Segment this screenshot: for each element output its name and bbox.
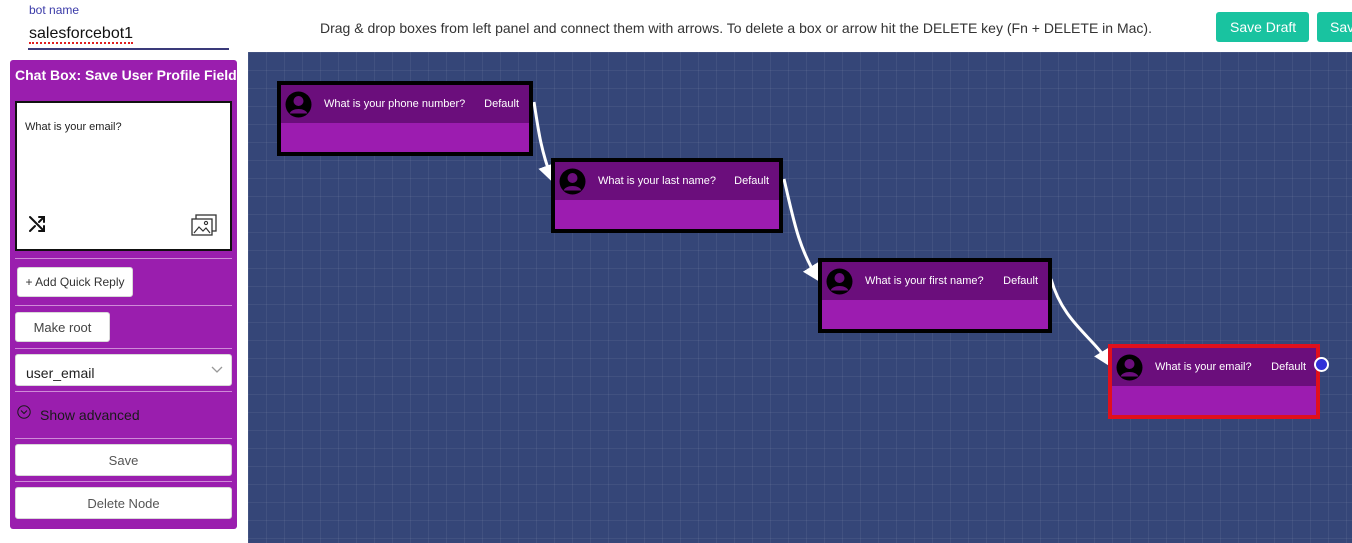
avatar-icon (559, 168, 586, 195)
output-connector-handle[interactable] (1314, 357, 1329, 372)
node-editor-panel: Chat Box: Save User Profile Field What i… (10, 60, 237, 529)
arrow-2[interactable] (782, 178, 821, 283)
arrow-1[interactable] (532, 101, 556, 183)
profile-field-value: user_email (26, 365, 95, 381)
flow-node[interactable]: What is your phone number? Default (277, 81, 533, 156)
add-quick-reply-button[interactable]: + Add Quick Reply (17, 267, 133, 297)
save-node-button[interactable]: Save (15, 444, 232, 476)
instructions-text: Drag & drop boxes from left panel and co… (320, 20, 1152, 36)
avatar-icon (1116, 354, 1143, 381)
show-advanced-toggle[interactable]: Show advanced (40, 407, 140, 423)
message-editor[interactable]: What is your email? (15, 101, 232, 251)
node-header[interactable]: What is your phone number? Default (281, 85, 529, 123)
panel-title: Chat Box: Save User Profile Field (15, 67, 237, 83)
flow-canvas[interactable]: What is your phone number? Default What … (248, 52, 1352, 543)
arrow-3[interactable] (1049, 278, 1112, 368)
flow-node[interactable]: What is your last name? Default (551, 158, 783, 233)
spellcheck-underline (29, 41, 133, 44)
save-draft-button[interactable]: Save Draft (1216, 12, 1309, 42)
chevron-down-icon (211, 366, 223, 373)
bot-name-input[interactable] (28, 20, 229, 50)
node-default-label: Default (1003, 275, 1038, 287)
delete-node-button[interactable]: Delete Node (15, 487, 232, 519)
node-default-label: Default (484, 98, 519, 110)
top-bar: bot name Drag & drop boxes from left pan… (0, 0, 1352, 52)
node-title: What is your email? (1155, 361, 1252, 373)
node-title: What is your phone number? (324, 98, 466, 110)
bot-name-label: bot name (29, 3, 80, 17)
node-title: What is your first name? (865, 275, 984, 287)
flow-node-selected[interactable]: What is your email? Default (1108, 344, 1320, 419)
make-root-button[interactable]: Make root (15, 312, 110, 342)
node-header[interactable]: What is your first name? Default (822, 262, 1048, 300)
save-button[interactable]: Sav (1317, 12, 1352, 42)
node-default-label: Default (1271, 361, 1306, 373)
message-text[interactable]: What is your email? (25, 121, 122, 133)
chevron-circle-icon[interactable] (17, 405, 31, 419)
connection-arrows (532, 101, 1112, 368)
node-title: What is your last name? (598, 175, 716, 187)
divider (15, 305, 232, 306)
flow-node[interactable]: What is your first name? Default (818, 258, 1052, 333)
divider (15, 348, 232, 349)
divider (15, 481, 232, 482)
shuffle-icon[interactable] (27, 214, 47, 234)
avatar-icon (285, 91, 312, 118)
image-icon[interactable] (191, 214, 217, 236)
node-default-label: Default (734, 175, 769, 187)
divider (15, 391, 232, 392)
divider (15, 258, 232, 259)
node-header[interactable]: What is your last name? Default (555, 162, 779, 200)
node-header[interactable]: What is your email? Default (1112, 348, 1316, 386)
divider (15, 438, 232, 439)
avatar-icon (826, 268, 853, 295)
profile-field-select[interactable]: user_email (15, 354, 232, 386)
